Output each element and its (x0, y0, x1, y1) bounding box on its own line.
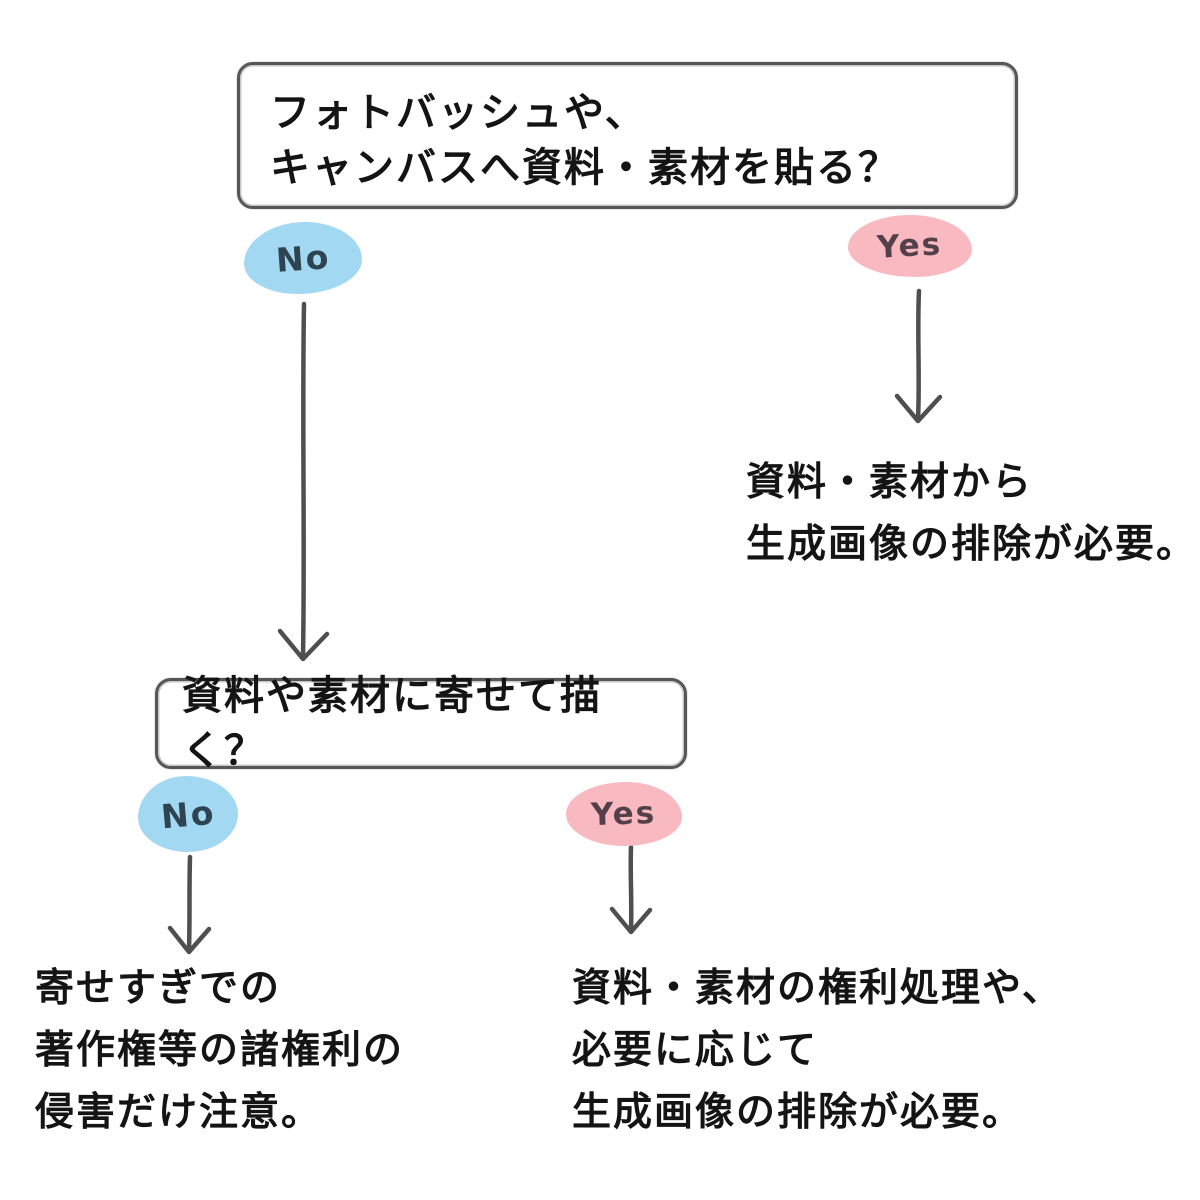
no-label-2: No (159, 792, 217, 836)
arrow-no1-shaft (300, 301, 307, 659)
result-no2-text: 寄せすぎでの 著作権等の諸権利の 侵害だけ注意。 (35, 958, 404, 1144)
result-no2-line3: 侵害だけ注意。 (35, 1090, 323, 1135)
arrow-yes1-down-icon (894, 288, 943, 424)
arrow-yes2-down-icon (609, 844, 653, 935)
result-yes2-line3: 生成画像の排除が必要。 (572, 1090, 1024, 1135)
result-no2-line1: 寄せすぎでの (35, 966, 282, 1011)
arrow-no2-shaft (186, 854, 193, 952)
yes-label-2: Yes (590, 794, 658, 834)
arrow-no1-head (277, 628, 330, 662)
arrow-yes1-shaft (915, 288, 922, 422)
question-box-draw-close: 資料や素材に寄せて描く？ (155, 673, 687, 774)
question2-text: 資料や素材に寄せて描く？ (158, 669, 684, 779)
arrow-no1-down-icon (277, 301, 330, 662)
result-no2-line2: 著作権等の諸権利の (35, 1028, 405, 1073)
result-yes1-text: 資料・素材から 生成画像の排除が必要。 (746, 452, 1197, 576)
no-bubble-1: No (244, 222, 362, 294)
question1-text: フォトバッシュや、 キャンバスへ資料・素材を貼る？ (240, 65, 1015, 196)
no-label-1: No (274, 236, 332, 280)
result-yes2-text: 資料・素材の権利処理や、 必要に応じて 生成画像の排除が必要。 (572, 958, 1063, 1144)
arrow-yes2-shaft (628, 844, 634, 932)
yes-bubble-1: Yes (848, 215, 972, 277)
result-yes2-line1: 資料・素材の権利処理や、 (572, 966, 1063, 1011)
arrow-no2-head (167, 925, 212, 955)
question1-line2: キャンバスへ資料・素材を貼る？ (270, 145, 900, 191)
arrow-yes1-head (894, 393, 943, 424)
yes-label-1: Yes (876, 226, 944, 266)
result-yes2-line2: 必要に応じて (572, 1028, 819, 1073)
no-bubble-2: No (138, 776, 238, 852)
question-box-photobash: フォトバッシュや、 キャンバスへ資料・素材を貼る？ (237, 62, 1018, 209)
arrow-no2-down-icon (167, 854, 212, 955)
arrow-yes2-head (609, 906, 653, 935)
yes-bubble-2: Yes (566, 782, 682, 846)
result-yes1-line2: 生成画像の排除が必要。 (746, 522, 1198, 567)
question1-line1: フォトバッシュや、 (270, 90, 647, 136)
result-yes1-line1: 資料・素材から (746, 460, 1034, 505)
question2-line1: 資料や素材に寄せて描く？ (182, 672, 602, 774)
